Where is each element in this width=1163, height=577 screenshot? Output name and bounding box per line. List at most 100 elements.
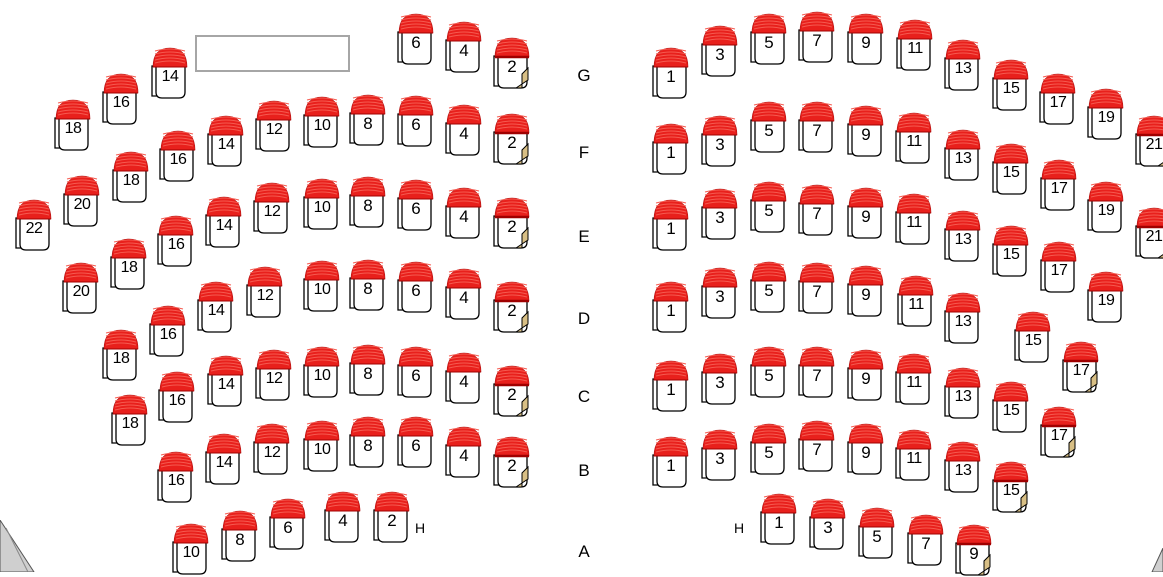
seat-a-5[interactable]: 5 [851,504,899,560]
seat-f-3[interactable]: 3 [694,112,742,168]
seat-e-16[interactable]: 16 [150,212,198,268]
seat-e-10[interactable]: 10 [296,175,344,231]
seat-c-14[interactable]: 14 [200,352,248,408]
seat-b-15[interactable]: 15 [985,458,1033,514]
seat-f-2[interactable]: 2 [486,110,534,166]
seat-c-18[interactable]: 18 [104,391,152,447]
seat-e-19[interactable]: 19 [1080,268,1128,324]
seat-f-8[interactable]: 8 [342,91,390,147]
seat-g-3[interactable]: 3 [694,22,742,78]
seat-g-1[interactable]: 1 [645,44,693,100]
seat-a-2[interactable]: 2 [366,488,414,544]
seat-f-7[interactable]: 7 [791,98,839,154]
seat-d-16[interactable]: 16 [142,302,190,358]
seat-b-16[interactable]: 16 [150,448,198,504]
seat-f-12[interactable]: 12 [248,97,296,153]
seat-c-3[interactable]: 3 [694,350,742,406]
seat-e-18[interactable]: 18 [103,235,151,291]
seat-f-1[interactable]: 1 [645,120,693,176]
seat-d-9[interactable]: 9 [840,262,888,318]
seat-c-10[interactable]: 10 [296,343,344,399]
seat-g-15[interactable]: 15 [985,56,1033,112]
seat-g-7[interactable]: 7 [791,8,839,64]
seat-g-17[interactable]: 17 [1032,70,1080,126]
seat-f-18[interactable]: 18 [105,148,153,204]
seat-f-21[interactable]: 21 [1128,204,1163,260]
seat-c-5[interactable]: 5 [743,343,791,399]
seat-e-2[interactable]: 2 [486,194,534,250]
seat-d-17[interactable]: 17 [1055,338,1103,394]
seat-c-11[interactable]: 11 [888,350,936,406]
seat-d-11[interactable]: 11 [890,272,938,328]
seat-e-9[interactable]: 9 [840,184,888,240]
seat-e-1[interactable]: 1 [645,196,693,252]
seat-e-6[interactable]: 6 [390,176,438,232]
seat-g-2[interactable]: 2 [486,34,534,90]
seat-f-22[interactable]: 22 [8,196,56,252]
seat-f-20[interactable]: 20 [56,172,104,228]
seat-b-11[interactable]: 11 [888,426,936,482]
seat-a-3[interactable]: 3 [802,495,850,551]
seat-d-8[interactable]: 8 [342,256,390,312]
seat-f-17[interactable]: 17 [1033,156,1081,212]
seat-d-15[interactable]: 15 [1007,308,1055,364]
seat-g-18[interactable]: 18 [47,96,95,152]
seat-c-8[interactable]: 8 [342,341,390,397]
seat-a-10[interactable]: 10 [165,520,213,576]
seat-f-11[interactable]: 11 [888,109,936,165]
seat-b-6[interactable]: 6 [390,413,438,469]
seat-d-6[interactable]: 6 [390,258,438,314]
seat-f-10[interactable]: 10 [296,93,344,149]
seat-c-2[interactable]: 2 [486,362,534,418]
seat-c-17[interactable]: 17 [1033,403,1081,459]
seat-a-1[interactable]: 1 [753,490,801,546]
seat-e-13[interactable]: 13 [937,207,985,263]
seat-c-4[interactable]: 4 [438,349,486,405]
seat-g-5[interactable]: 5 [743,10,791,66]
seat-d-4[interactable]: 4 [438,265,486,321]
seat-e-12[interactable]: 12 [246,179,294,235]
seat-b-3[interactable]: 3 [694,426,742,482]
seat-b-8[interactable]: 8 [342,413,390,469]
seat-d-5[interactable]: 5 [743,258,791,314]
seat-b-10[interactable]: 10 [296,417,344,473]
seat-b-9[interactable]: 9 [840,420,888,476]
seat-f-19[interactable]: 19 [1080,178,1128,234]
seat-f-5[interactable]: 5 [743,98,791,154]
seat-c-6[interactable]: 6 [390,343,438,399]
seat-b-12[interactable]: 12 [246,420,294,476]
seat-c-16[interactable]: 16 [151,368,199,424]
seat-g-6[interactable]: 6 [390,10,438,66]
seat-g-9[interactable]: 9 [840,10,888,66]
seat-e-5[interactable]: 5 [743,178,791,234]
seat-g-19[interactable]: 19 [1080,85,1128,141]
seat-e-8[interactable]: 8 [342,173,390,229]
seat-e-15[interactable]: 15 [985,222,1033,278]
seat-c-1[interactable]: 1 [645,357,693,413]
seat-d-13[interactable]: 13 [937,289,985,345]
seat-d-14[interactable]: 14 [190,278,238,334]
seat-f-9[interactable]: 9 [840,102,888,158]
seat-f-4[interactable]: 4 [438,101,486,157]
seat-d-12[interactable]: 12 [239,263,287,319]
seat-e-4[interactable]: 4 [438,184,486,240]
seat-f-13[interactable]: 13 [937,126,985,182]
seat-g-21[interactable]: 21 [1128,112,1163,168]
seat-c-13[interactable]: 13 [937,364,985,420]
seat-c-7[interactable]: 7 [791,343,839,399]
seat-g-13[interactable]: 13 [937,36,985,92]
seat-b-14[interactable]: 14 [198,430,246,486]
seat-b-13[interactable]: 13 [937,438,985,494]
seat-c-15[interactable]: 15 [985,378,1033,434]
seat-d-2[interactable]: 2 [486,278,534,334]
seat-f-16[interactable]: 16 [152,127,200,183]
seat-a-9[interactable]: 9 [948,521,996,577]
seat-a-4[interactable]: 4 [317,488,365,544]
seat-b-5[interactable]: 5 [743,420,791,476]
seat-c-9[interactable]: 9 [840,346,888,402]
seat-f-15[interactable]: 15 [985,140,1033,196]
seat-d-7[interactable]: 7 [791,259,839,315]
seat-e-14[interactable]: 14 [198,193,246,249]
seat-d-10[interactable]: 10 [296,257,344,313]
seat-c-12[interactable]: 12 [248,346,296,402]
